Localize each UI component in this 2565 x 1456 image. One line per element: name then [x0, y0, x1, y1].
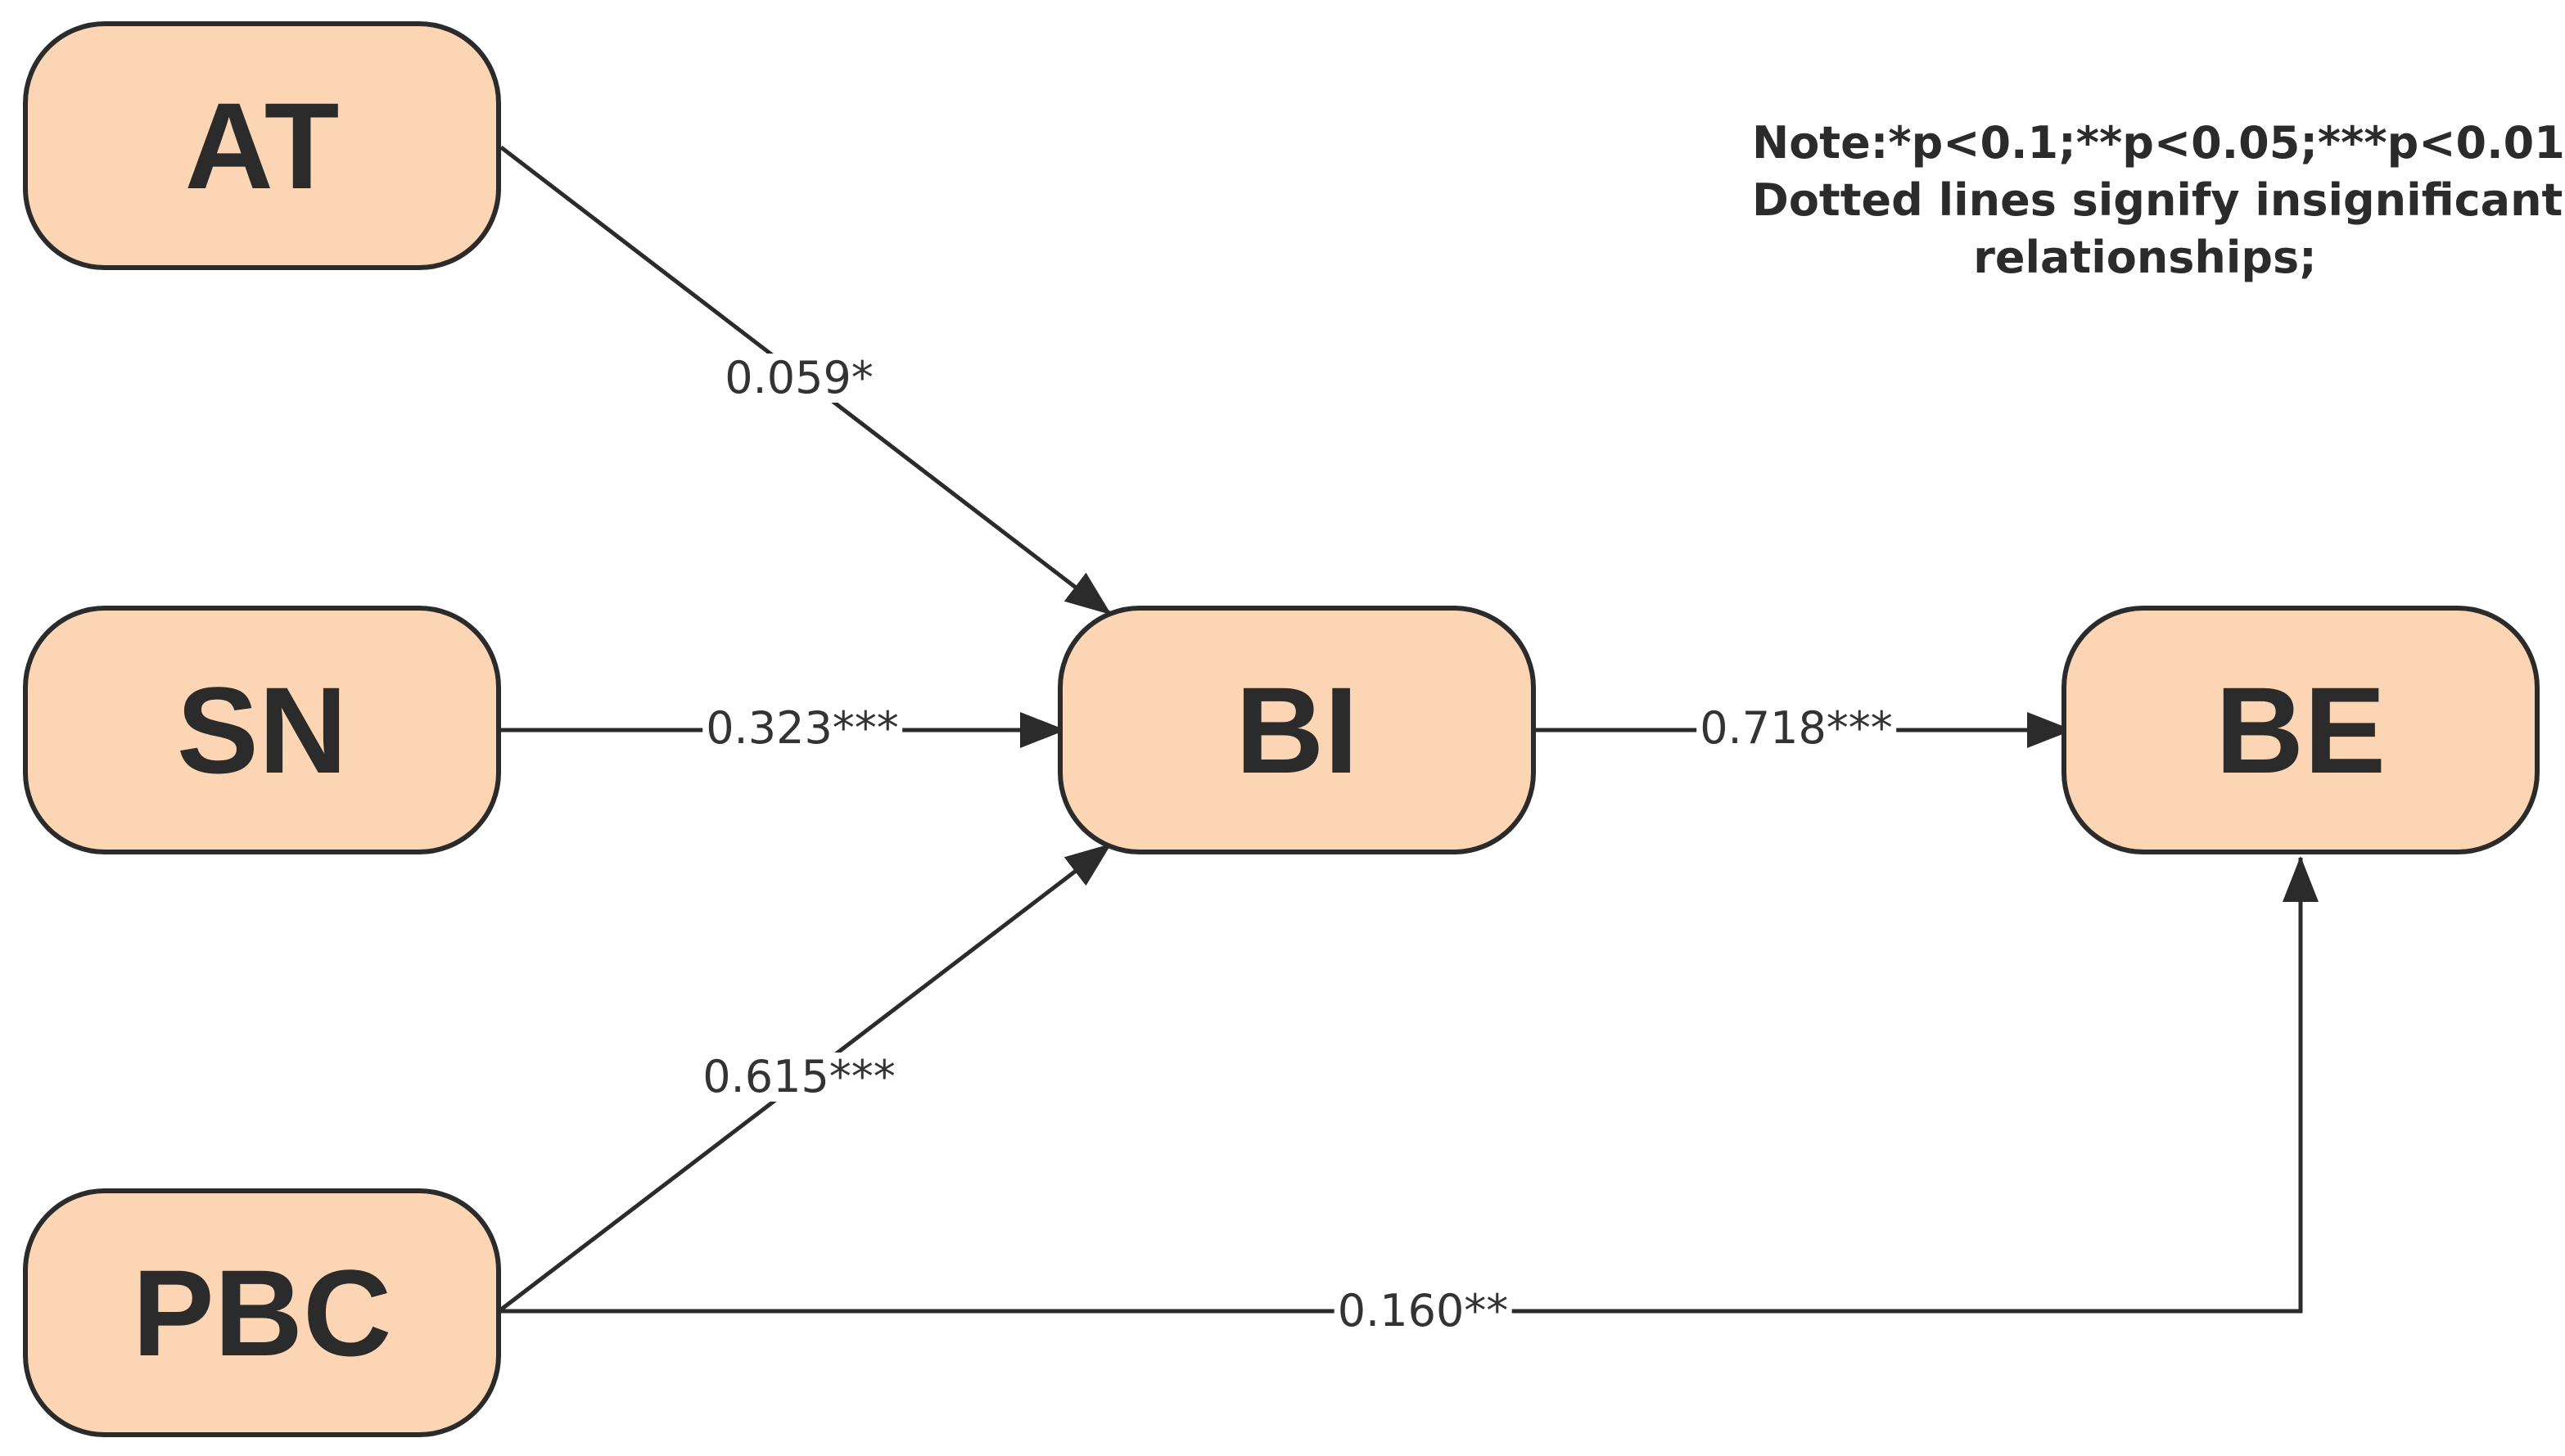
node-at: AT: [23, 21, 501, 270]
edge-label-bi-be: 0.718***: [1696, 704, 1896, 753]
note-line-2: Dotted lines signify insignificant: [1752, 174, 2563, 226]
note-line-3: relationships;: [1973, 232, 2317, 283]
node-pbc: PBC: [23, 1188, 501, 1437]
node-bi: BI: [1058, 606, 1536, 854]
node-be: BE: [2061, 606, 2540, 854]
node-sn: SN: [23, 606, 501, 854]
edge-label-pbc-be: 0.160**: [1334, 1287, 1512, 1336]
note-line-1: Note:*p<0.1;**p<0.05;***p<0.01: [1752, 117, 2565, 169]
edge-pbc-be: [501, 856, 2319, 1314]
edge-label-sn-bi: 0.323***: [702, 704, 902, 753]
edge-label-at-bi: 0.059*: [721, 354, 877, 403]
edge-label-pbc-bi: 0.615***: [699, 1053, 899, 1102]
significance-note: Note:*p<0.1;**p<0.05;***p<0.01 Dotted li…: [1752, 115, 2565, 286]
